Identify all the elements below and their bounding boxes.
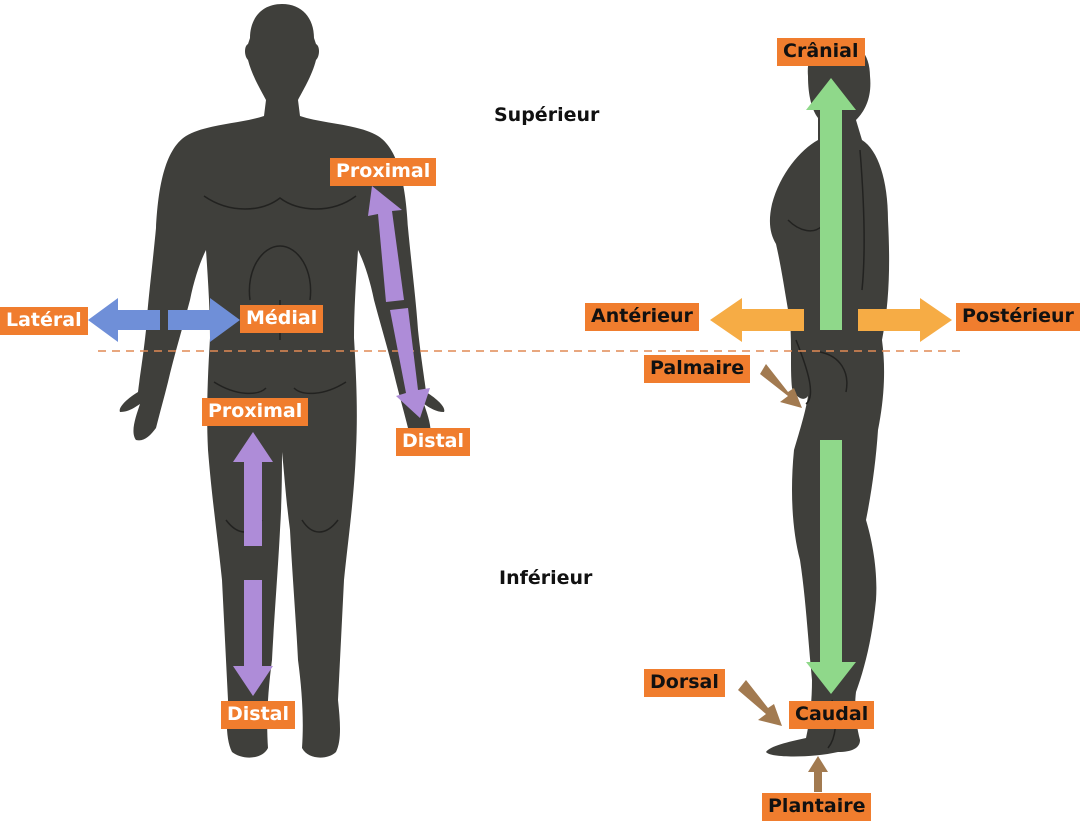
caudal-label: Caudal xyxy=(789,701,875,729)
anterieur-label: Antérieur xyxy=(585,303,699,331)
posterieur-label: Postérieur xyxy=(956,303,1080,331)
palmaire-label: Palmaire xyxy=(644,355,751,383)
dorsal-label: Dorsal xyxy=(644,669,725,697)
inferieur-label: Inférieur xyxy=(499,567,593,589)
plantaire-label: Plantaire xyxy=(762,793,872,821)
leg-proximal-arrow xyxy=(233,432,273,546)
arm-proximal-label: Proximal xyxy=(330,158,437,186)
lateral-arrow xyxy=(88,298,160,342)
lateral-label: Latéral xyxy=(0,307,88,335)
arm-proximal-arrow xyxy=(368,186,404,302)
arm-distal-arrow xyxy=(390,308,430,418)
arm-distal-label: Distal xyxy=(396,428,471,456)
front-body-silhouette xyxy=(119,4,445,758)
leg-distal-arrow xyxy=(233,580,273,696)
posterior-arrow xyxy=(858,298,952,342)
medial-arrow xyxy=(168,298,240,342)
cranial-label: Crânial xyxy=(777,38,865,66)
dorsal-arrow xyxy=(738,680,782,726)
caudal-arrow xyxy=(806,440,856,694)
medial-label: Médial xyxy=(240,305,324,333)
cranial-arrow xyxy=(806,78,856,330)
plantaire-arrow xyxy=(808,756,828,792)
side-body-silhouette xyxy=(766,40,890,757)
leg-proximal-label: Proximal xyxy=(202,398,309,426)
superieur-label: Supérieur xyxy=(494,104,600,126)
anterior-arrow xyxy=(710,298,804,342)
leg-distal-label: Distal xyxy=(221,701,296,729)
palmaire-arrow xyxy=(760,364,802,408)
